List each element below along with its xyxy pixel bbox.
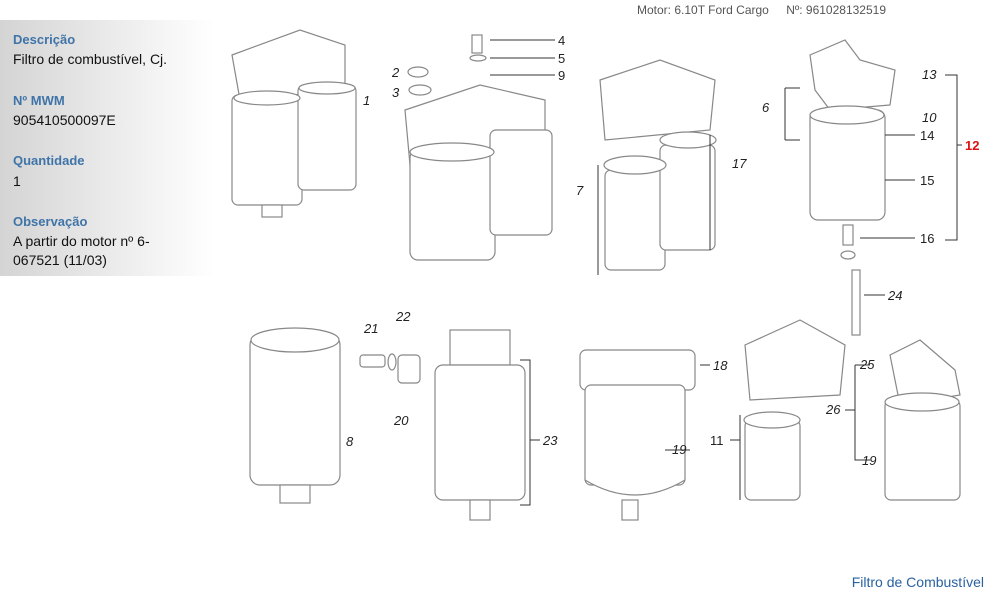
callout-13[interactable]: 13 <box>922 67 937 82</box>
callout-15[interactable]: 15 <box>920 173 934 188</box>
callout-6[interactable]: 6 <box>762 100 770 115</box>
description-label: Descrição <box>13 32 76 47</box>
mwm-value: 905410500097E <box>13 112 116 128</box>
callout-22[interactable]: 22 <box>395 309 411 324</box>
callout-18[interactable]: 18 <box>713 358 728 373</box>
callout-16[interactable]: 16 <box>920 231 934 246</box>
callout-5[interactable]: 5 <box>558 51 565 66</box>
callout-19[interactable]: 19 <box>672 442 686 457</box>
part-info-panel: Descrição Filtro de combustível, Cj. Nº … <box>0 20 215 276</box>
callout-labels: 1 2 3 4 5 9 7 17 6 13 10 14 15 16 12 24 … <box>346 33 979 468</box>
callout-1[interactable]: 1 <box>363 93 370 108</box>
filter-assembly-18 <box>579 349 696 521</box>
motor-label: Motor: 6.10T Ford Cargo <box>637 3 769 17</box>
callout-25[interactable]: 25 <box>859 357 875 372</box>
observation-label: Observação <box>13 214 88 229</box>
callout-9[interactable]: 9 <box>558 68 565 83</box>
callout-8[interactable]: 8 <box>346 434 354 449</box>
fuel-filter-link[interactable]: Filtro de Combustível <box>851 574 984 590</box>
fitting-parts-20-22 <box>359 353 421 384</box>
filter-assembly-11 <box>743 319 846 501</box>
callout-11[interactable]: 11 <box>710 433 724 448</box>
callout-14[interactable]: 14 <box>920 128 934 143</box>
callout-24[interactable]: 24 <box>887 288 902 303</box>
callout-7[interactable]: 7 <box>576 183 584 198</box>
callout-23[interactable]: 23 <box>542 433 558 448</box>
twin-filter-assembly-2 <box>404 34 553 261</box>
callout-12-highlighted[interactable]: 12 <box>965 138 979 153</box>
quantity-label: Quantidade <box>13 153 85 168</box>
header-info: Motor: 6.10T Ford Cargo Nº: 961028132519 <box>637 3 900 17</box>
filter-assembly-12 <box>809 39 896 336</box>
twin-filter-assembly-1 <box>231 29 357 218</box>
callout-3[interactable]: 3 <box>392 85 400 100</box>
exploded-parts-diagram: 1 2 3 4 5 9 7 17 6 13 10 14 15 16 12 24 … <box>231 29 979 521</box>
callout-4[interactable]: 4 <box>558 33 565 48</box>
leader-lines <box>490 39 962 506</box>
serial-number: Nº: 961028132519 <box>786 3 886 17</box>
twin-filter-assembly-3 <box>599 59 717 271</box>
callout-10[interactable]: 10 <box>922 110 937 125</box>
callout-17[interactable]: 17 <box>732 156 747 171</box>
callout-26[interactable]: 26 <box>825 402 841 417</box>
callout-20[interactable]: 20 <box>393 413 409 428</box>
callout-21[interactable]: 21 <box>363 321 378 336</box>
mwm-label: Nº MWM <box>13 93 65 108</box>
description-value: Filtro de combustível, Cj. <box>13 51 168 67</box>
filter-assembly-26 <box>884 339 961 501</box>
callout-2[interactable]: 2 <box>391 65 400 80</box>
callout-19-b[interactable]: 19 <box>862 453 876 468</box>
filter-element-8 <box>249 327 341 504</box>
observation-value: A partir do motor nº 6-067521 (11/03) <box>13 233 150 268</box>
filter-assembly-23 <box>434 329 526 521</box>
quantity-value: 1 <box>13 173 21 189</box>
